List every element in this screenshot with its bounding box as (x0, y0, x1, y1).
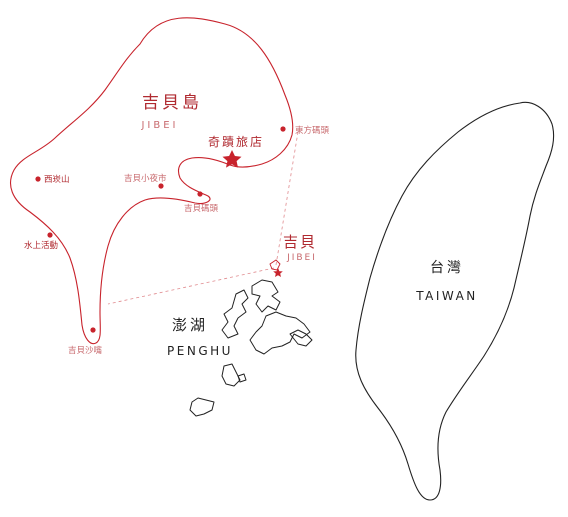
poi-label-water-sports: 水上活動 (24, 240, 58, 251)
poi-label-pier: 吉貝碼頭 (184, 204, 219, 214)
callout-lines (107, 131, 299, 305)
penghu-east-island (249, 311, 311, 355)
jibei-marker-en: JIBEI (286, 253, 317, 263)
poi-dot-icon-pier (197, 191, 203, 197)
poi-dot-icon-water-sports (47, 232, 53, 238)
penghu-south-island (221, 363, 241, 387)
taiwan-label-zh: 台灣 (430, 260, 464, 276)
poi-label-sand-tail: 吉貝沙嘴 (68, 345, 103, 356)
poi-label-east-pier: 東方碼頭 (295, 125, 330, 136)
poi-dot-icon-west-slope (35, 176, 41, 182)
penghu-south-islet (237, 373, 247, 383)
penghu-label-zh: 澎湖 (172, 316, 208, 334)
poi-label-west-slope: 西崁山 (44, 174, 70, 185)
jibei-marker-zh: 吉貝 (283, 233, 317, 251)
poi-dot-icon-east-pier (280, 126, 286, 132)
callout-line-bottom (107, 267, 275, 305)
poi-dot-icon-sand-tail (90, 327, 96, 333)
hotel-star-icon (222, 150, 242, 168)
penghu-east-tip (289, 329, 313, 347)
penghu-north-island (251, 279, 281, 313)
jibei-small-outline (269, 259, 281, 271)
poi-label-night-market: 吉貝小夜市 (124, 173, 167, 184)
penghu-far-south-island (189, 397, 215, 417)
taiwan-outline (355, 101, 555, 501)
callout-line-top (275, 131, 299, 266)
poi-dot-icon-night-market (158, 183, 164, 189)
jibei-locator-star-icon (273, 268, 283, 277)
penghu-label-en: PENGHU (167, 344, 233, 358)
taiwan-label-en: TAIWAN (415, 289, 478, 303)
penghu-islands (189, 279, 313, 417)
penghu-main-island (221, 289, 249, 339)
hotel-label: 奇蹟旅店 (208, 135, 264, 149)
jibei-title-zh: 吉貝島 (142, 93, 202, 113)
jibei-title-en: JIBEI (140, 120, 178, 131)
jibei-island-outline (10, 17, 294, 345)
